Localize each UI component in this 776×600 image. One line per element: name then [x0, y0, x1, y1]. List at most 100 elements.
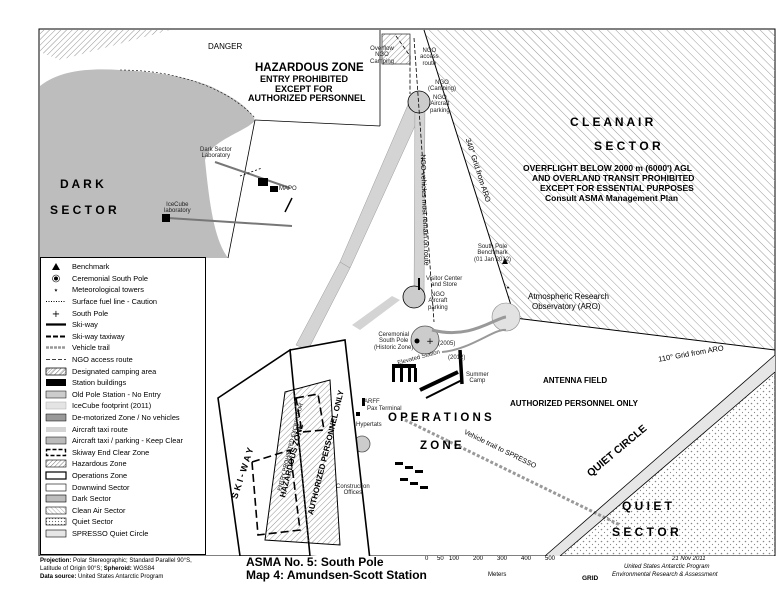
clean-air-label-2: S E C T O R: [594, 139, 661, 153]
legend-item-skiwayend: Skiway End Clear Zone: [45, 447, 201, 459]
legend-label: Dark Sector: [72, 494, 112, 504]
hazardous-zone-title: HAZARDOUS ZONE: [255, 62, 364, 74]
scale-tick-label: 200: [473, 556, 484, 562]
south-pole-marker: +: [426, 337, 434, 347]
legend-label: Ski-way taxiway: [72, 331, 125, 341]
hazardous-zone-area: [40, 30, 380, 121]
legend-item-taxiroute: Aircraft taxi route: [45, 423, 201, 435]
legend-item-quiet: Quiet Sector: [45, 516, 201, 528]
date-label: 21 Nov 2011: [672, 556, 706, 562]
legend-label: De-motorized Zone / No vehicles: [72, 413, 180, 423]
legend-symbol-ops: [45, 471, 67, 480]
legend-symbol-benchmark: [45, 262, 67, 271]
quiet-sector-label-2: S E C T O R: [612, 525, 679, 539]
hazardous-zone-line3: AUTHORIZED PERSONNEL: [248, 93, 366, 103]
legend-symbol-taxipark: [45, 436, 67, 445]
quiet-sector-label-1: Q U I E T: [622, 499, 673, 513]
scale-tick-label: 400: [521, 556, 532, 562]
legend-item-spresso: SPRESSO Quiet Circle: [45, 528, 201, 540]
legend-symbol-spresso: [45, 529, 67, 538]
aro-label-1: Atmospheric Research: [528, 292, 609, 301]
legend-symbol-demotor: [45, 413, 67, 422]
legend-symbol-ceremonial: [45, 274, 67, 283]
legend-symbol-downwind: [45, 483, 67, 492]
legend-item-benchmark: Benchmark: [45, 261, 201, 273]
scale-tick-label: 100: [449, 556, 460, 562]
operations-label-1: O P E R A T I O N S: [388, 412, 492, 424]
legend-symbol-icecube: [45, 401, 67, 410]
hypertats-label: Hypertats: [356, 422, 382, 428]
projection-text: Projection: Polar Stereographic; Standar…: [40, 558, 192, 580]
dark-sector-lab: [258, 178, 268, 186]
legend-item-dark: Dark Sector: [45, 493, 201, 505]
arff-label: ARFF: [364, 399, 380, 405]
overflight-line4: Consult ASMA Management Plan: [545, 193, 679, 203]
grid-label: GRID: [582, 575, 599, 582]
legend-label: Clean Air Sector: [72, 505, 126, 515]
legend-symbol-taxiway: [45, 332, 67, 341]
legend-item-ops: Operations Zone: [45, 470, 201, 482]
scale-tick-label: 500: [545, 556, 556, 562]
dark-sector-label-1: D A R K: [60, 177, 104, 191]
benchmark-marker: [502, 258, 508, 264]
legend-label: NGO access route: [72, 355, 133, 365]
legend-label: Benchmark: [72, 262, 110, 272]
legend-label: Meteorological towers: [72, 285, 144, 295]
legend-label: Vehicle trail: [72, 343, 110, 353]
map-footer: Projection: Polar Stereographic; Standar…: [0, 555, 776, 600]
legend-item-station: Station buildings: [45, 377, 201, 389]
legend-symbol-skiwayend: [45, 448, 67, 457]
legend-item-taxipark: Aircraft taxi / parking - Keep Clear: [45, 435, 201, 447]
dark-sector-area: [40, 69, 255, 258]
legend-label: Operations Zone: [72, 470, 128, 480]
legend-label: Old Pole Station - No Entry: [72, 389, 161, 399]
legend-item-oldpole: Old Pole Station - No Entry: [45, 389, 201, 401]
legend-label: South Pole: [72, 308, 109, 318]
ngo-aircraft-parking-mid: [402, 285, 426, 309]
legend-symbol-skiway: [45, 320, 67, 329]
legend-label: Hazardous Zone: [72, 459, 127, 469]
legend-label: Ceremonial South Pole: [72, 273, 149, 283]
legend-symbol-taxiroute: [45, 425, 67, 434]
legend-label: IceCube footprint (2011): [72, 401, 152, 411]
org-label-1: United States Antarctic Program: [624, 564, 710, 570]
legend-symbol-cleanair: [45, 506, 67, 515]
legend-item-ngo: NGO access route: [45, 354, 201, 366]
legend-label: Station buildings: [72, 378, 127, 388]
legend-label: Designated camping area: [72, 366, 157, 376]
antenna-auth-label: AUTHORIZED PERSONNEL ONLY: [510, 399, 639, 408]
ngo-camping-label: NGO(Camping): [428, 80, 457, 93]
ngo-access-route: [413, 37, 435, 323]
legend-item-demotor: De-motorized Zone / No vehicles: [45, 412, 201, 424]
scale-tick-label: 300: [497, 556, 508, 562]
operations-label-2: Z O N E: [420, 440, 462, 452]
ngo-aircraft-parking-top: [407, 90, 431, 114]
legend-label: Aircraft taxi route: [72, 424, 128, 434]
legend-item-ceremonial: Ceremonial South Pole: [45, 273, 201, 285]
clean-air-sector: [424, 30, 775, 350]
legend-item-icecube: IceCube footprint (2011): [45, 400, 201, 412]
icecube-lab: [162, 214, 170, 222]
legend-symbol-vehicle: [45, 343, 67, 352]
legend-item-skiway: Ski-way: [45, 319, 201, 331]
legend-label: Ski-way: [72, 320, 98, 330]
year-2005-label: (2005): [438, 341, 456, 347]
map-title-1: ASMA No. 5: South Pole: [246, 555, 384, 569]
scale-unit: Meters: [488, 572, 507, 578]
legend-symbol-oldpole: [45, 390, 67, 399]
meteorological-tower-marker: ⋆: [505, 283, 510, 292]
scale-tick-label: 50: [437, 556, 444, 562]
mapo-building: [270, 186, 278, 192]
